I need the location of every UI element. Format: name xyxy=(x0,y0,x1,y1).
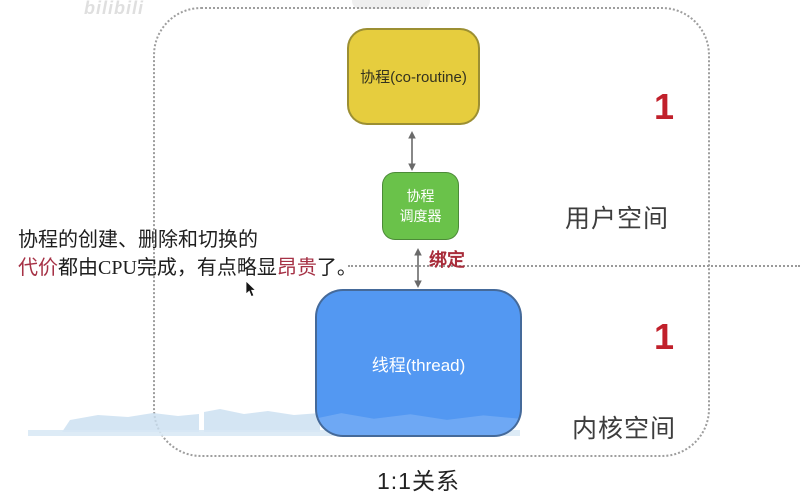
annotation-mid: 都由CPU完成，有点略显 xyxy=(58,257,277,279)
bilibili-watermark: bilibili xyxy=(84,0,144,18)
annotation-line2: 代价都由CPU完成，有点略显昂贵了。 xyxy=(18,254,368,282)
thread-label: 线程(thread) xyxy=(371,355,466,375)
user-space-label: 用户空间 xyxy=(565,205,670,233)
annotation-end: 了。 xyxy=(316,257,357,279)
annotation-text: 协程的创建、删除和切换的 代价都由CPU完成，有点略显昂贵了。 xyxy=(18,226,368,282)
ratio-caption: 1:1关系 xyxy=(377,468,460,493)
wave-silhouette xyxy=(62,409,320,432)
mouse-cursor xyxy=(245,280,257,298)
annotation-expensive-red: 昂贵 xyxy=(276,257,317,279)
scheduler-label-line2: 调度器 xyxy=(399,208,442,224)
user-kernel-divider xyxy=(348,265,800,267)
faint-top-artifact xyxy=(352,0,430,9)
scheduler-label-line1: 协程 xyxy=(406,188,435,204)
coroutine-label: 协程(co-routine) xyxy=(360,69,467,86)
annotation-cost-red: 代价 xyxy=(18,257,58,279)
coroutine-node: 协程(co-routine) xyxy=(347,28,480,125)
annotation-line1: 协程的创建、删除和切换的 xyxy=(18,229,258,251)
kernel-space-label: 内核空间 xyxy=(572,415,677,443)
scheduler-node: 协程 调度器 xyxy=(382,172,459,240)
user-space-count: 1 xyxy=(654,86,675,127)
binding-label: 绑定 xyxy=(429,250,465,270)
thread-node: 线程(thread) xyxy=(315,289,522,437)
kernel-space-count: 1 xyxy=(654,316,675,357)
arrow-coroutine-scheduler xyxy=(408,131,416,171)
wave-strip xyxy=(28,430,520,436)
arrow-scheduler-thread xyxy=(414,248,422,288)
dashed-boundary-box xyxy=(153,7,710,457)
thread-wave-overlay xyxy=(317,413,520,435)
